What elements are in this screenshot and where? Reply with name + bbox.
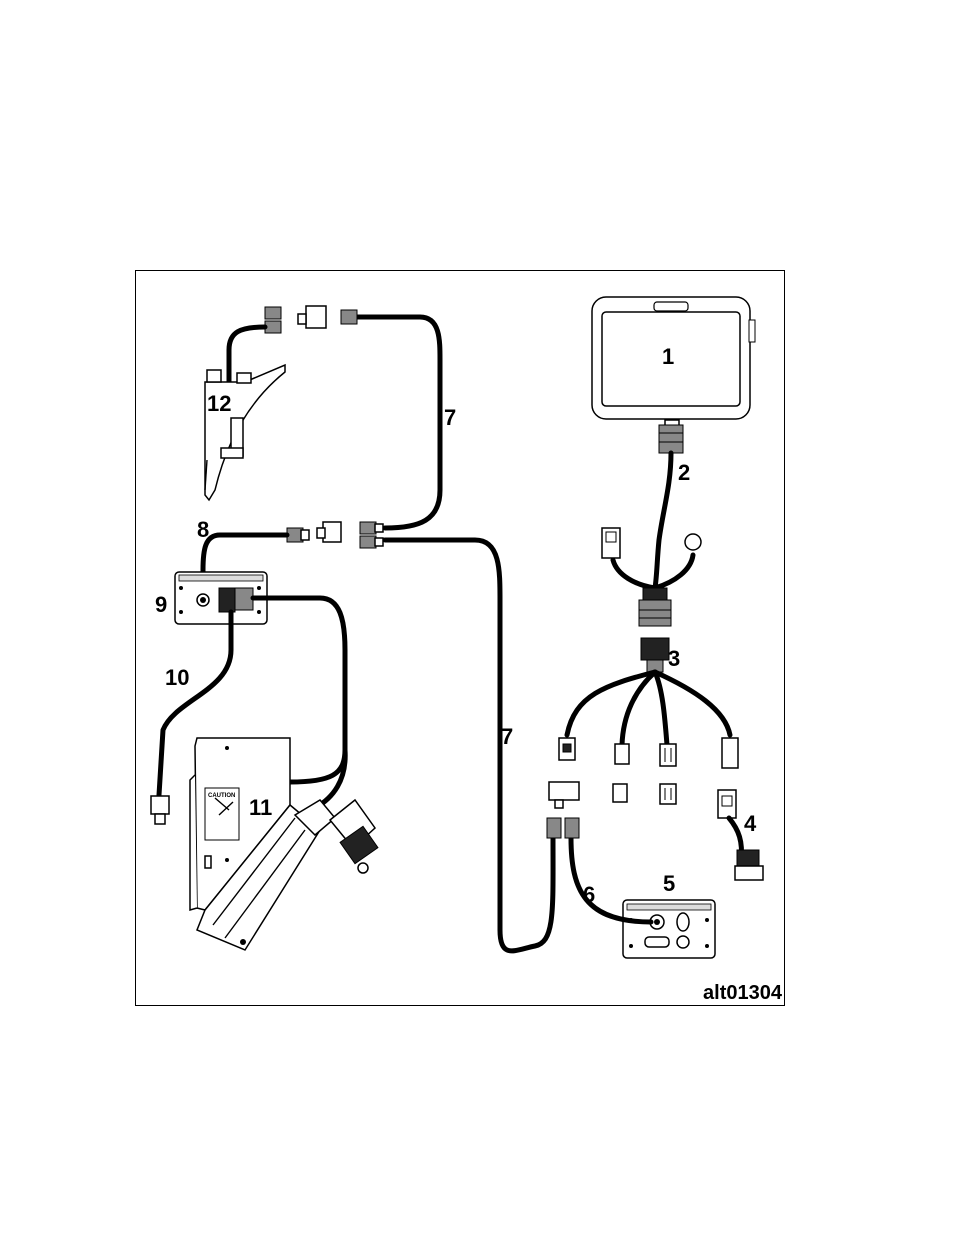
- callout-11: 11: [249, 795, 272, 820]
- callout-9: 9: [155, 592, 167, 617]
- callout-12: 12: [207, 391, 231, 416]
- figure-id: alt01304: [703, 982, 783, 1004]
- callout-4: 4: [744, 811, 757, 836]
- caution-decal-text: CAUTION: [208, 793, 235, 799]
- callout-5: 5: [663, 871, 675, 896]
- wiring-diagram-figure: 1 2 3 4 5 6 7 7 8 9 10 11 12 CAUTION alt…: [135, 270, 785, 1006]
- callout-10: 10: [165, 665, 189, 690]
- callout-7-lower: 7: [501, 724, 513, 749]
- callout-8: 8: [197, 517, 209, 542]
- callout-6: 6: [583, 882, 595, 907]
- module-lower: [623, 900, 715, 958]
- callout-3: 3: [668, 646, 680, 671]
- callout-2: 2: [678, 460, 690, 485]
- callout-1: 1: [662, 344, 674, 369]
- callout-7-upper: 7: [444, 405, 456, 430]
- wiring-diagram: 1 2 3 4 5 6 7 7 8 9 10 11 12 CAUTION alt…: [135, 270, 785, 1006]
